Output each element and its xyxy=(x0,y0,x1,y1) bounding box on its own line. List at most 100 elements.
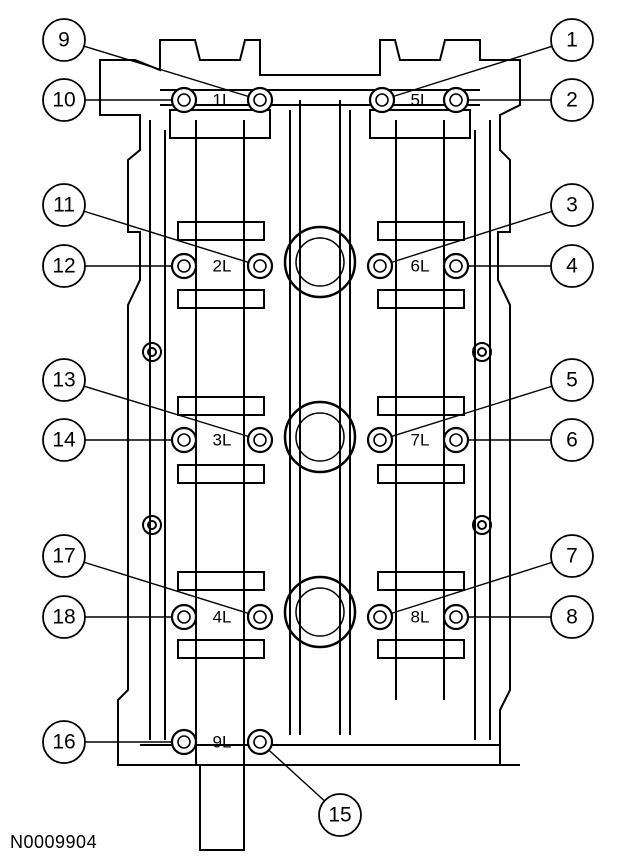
callout-number: 11 xyxy=(53,194,75,217)
cap-saddle xyxy=(377,639,465,659)
bolt-head xyxy=(246,252,274,280)
journal-bore xyxy=(295,412,345,462)
bolt-center xyxy=(375,93,389,107)
callout-circle xyxy=(550,358,594,402)
bolt-head xyxy=(170,728,198,756)
bolt-center xyxy=(253,610,267,624)
bolt-head xyxy=(170,603,198,631)
bolt-center xyxy=(373,433,387,447)
bolt-center xyxy=(449,93,463,107)
bolt-head xyxy=(170,252,198,280)
mounting-hole xyxy=(147,347,157,357)
bolt-center xyxy=(449,259,463,273)
bolt-head xyxy=(442,426,470,454)
leader-line xyxy=(393,45,553,98)
callout-number: 5 xyxy=(566,369,578,392)
cap-saddle xyxy=(377,571,465,591)
bolt-head xyxy=(442,86,470,114)
bolt-center xyxy=(253,735,267,749)
bolt-center xyxy=(177,735,191,749)
callout-circle xyxy=(550,595,594,639)
callout-circle xyxy=(550,78,594,122)
leader-line xyxy=(391,561,553,615)
cap-saddle xyxy=(177,396,265,416)
callout-number: 4 xyxy=(566,255,578,278)
callout-number: 10 xyxy=(52,89,75,112)
outline-path xyxy=(199,765,245,851)
callout-number: 13 xyxy=(52,369,75,392)
bearing-cap-label: 6L xyxy=(411,257,430,276)
callout-circle xyxy=(42,720,86,764)
callout-number: 7 xyxy=(566,545,578,568)
journal-bore xyxy=(295,587,345,637)
outline-path xyxy=(99,39,521,766)
callout-number: 9 xyxy=(58,29,70,52)
bolt-head xyxy=(246,86,274,114)
mounting-hole xyxy=(477,347,487,357)
bolt-head xyxy=(170,426,198,454)
callout-number: 18 xyxy=(52,606,75,629)
bolt-head xyxy=(366,426,394,454)
bolt-head xyxy=(368,86,396,114)
callout-circle xyxy=(550,244,594,288)
bolt-head xyxy=(246,728,274,756)
leader-line xyxy=(391,210,553,264)
callout-circle xyxy=(42,358,86,402)
callout-number: 12 xyxy=(52,255,75,278)
cap-saddle xyxy=(177,464,265,484)
mounting-boss xyxy=(472,515,492,535)
bolt-head xyxy=(442,252,470,280)
callout-circle xyxy=(42,595,86,639)
cap-saddle xyxy=(177,571,265,591)
bolt-head xyxy=(366,252,394,280)
cap-saddle xyxy=(169,109,271,139)
leader-line xyxy=(268,749,325,802)
cap-saddle xyxy=(377,289,465,309)
cap-saddle xyxy=(369,109,471,139)
bearing-cap-label: 7L xyxy=(411,431,430,450)
bolt-center xyxy=(253,433,267,447)
cap-saddle xyxy=(177,289,265,309)
mounting-boss xyxy=(142,515,162,535)
cap-saddle xyxy=(377,396,465,416)
bearing-cap-label: 8L xyxy=(411,608,430,627)
leader-line xyxy=(391,385,553,438)
callout-number: 6 xyxy=(566,429,578,452)
mounting-boss xyxy=(142,342,162,362)
callout-number: 15 xyxy=(328,804,351,827)
callout-number: 3 xyxy=(566,194,578,217)
callout-number: 14 xyxy=(52,429,76,452)
callout-number: 2 xyxy=(566,89,578,112)
mounting-hole xyxy=(147,520,157,530)
bearing-cap-label: 9L xyxy=(213,733,232,752)
bolt-head xyxy=(170,86,198,114)
callout-circle xyxy=(42,534,86,578)
callout-circle xyxy=(42,244,86,288)
leader-line xyxy=(83,561,249,615)
bolt-center xyxy=(253,93,267,107)
bolt-head xyxy=(246,603,274,631)
bolt-head xyxy=(246,426,274,454)
bolt-center xyxy=(373,610,387,624)
bolt-center xyxy=(373,259,387,273)
callout-circle xyxy=(42,78,86,122)
bearing-cap-label: 1L xyxy=(213,91,232,110)
bolt-head xyxy=(442,603,470,631)
cap-saddle xyxy=(177,639,265,659)
callout-number: 8 xyxy=(566,606,578,629)
mounting-hole xyxy=(477,520,487,530)
bolt-head xyxy=(366,603,394,631)
leader-line xyxy=(83,385,249,438)
leader-line xyxy=(83,45,249,98)
mounting-boss xyxy=(472,342,492,362)
callout-circle xyxy=(42,18,86,62)
bearing-cap-label: 2L xyxy=(213,257,232,276)
callout-circle xyxy=(42,183,86,227)
cap-saddle xyxy=(377,221,465,241)
journal-ring xyxy=(283,575,357,649)
callout-circle xyxy=(550,183,594,227)
bolt-center xyxy=(177,93,191,107)
callout-circle xyxy=(550,534,594,578)
